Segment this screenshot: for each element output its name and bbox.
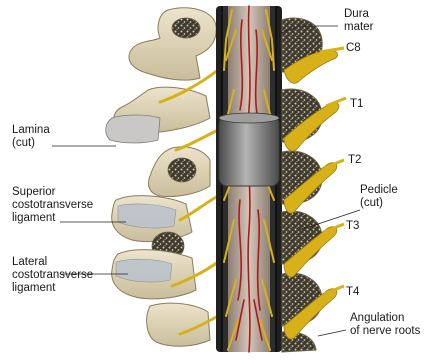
label-t2: T2 bbox=[348, 154, 361, 167]
clamp-band bbox=[219, 116, 279, 186]
left-vertebral-arches bbox=[106, 8, 216, 347]
spinal-canal bbox=[216, 6, 282, 352]
label-pedicle: Pedicle (cut) bbox=[360, 184, 398, 210]
superior-ligament-shape bbox=[118, 204, 176, 228]
label-c8: C8 bbox=[346, 42, 361, 55]
label-angulation: Angulation of nerve roots bbox=[350, 312, 420, 338]
lamina-cut-t1 bbox=[106, 115, 160, 143]
arch-c8 bbox=[129, 8, 216, 80]
leader-angulation bbox=[318, 330, 346, 336]
label-lateral-costotransverse-ligament: Lateral costotransverse ligament bbox=[12, 256, 93, 295]
label-lamina: Lamina (cut) bbox=[12, 124, 50, 150]
label-superior-costotransverse-ligament: Superior costotransverse ligament bbox=[12, 186, 93, 225]
label-t4: T4 bbox=[346, 286, 359, 299]
label-t1: T1 bbox=[350, 98, 363, 111]
label-t3: T3 bbox=[346, 220, 359, 233]
label-dura-mater: Dura mater bbox=[344, 8, 373, 34]
lateral-ligament-shape bbox=[116, 259, 172, 282]
